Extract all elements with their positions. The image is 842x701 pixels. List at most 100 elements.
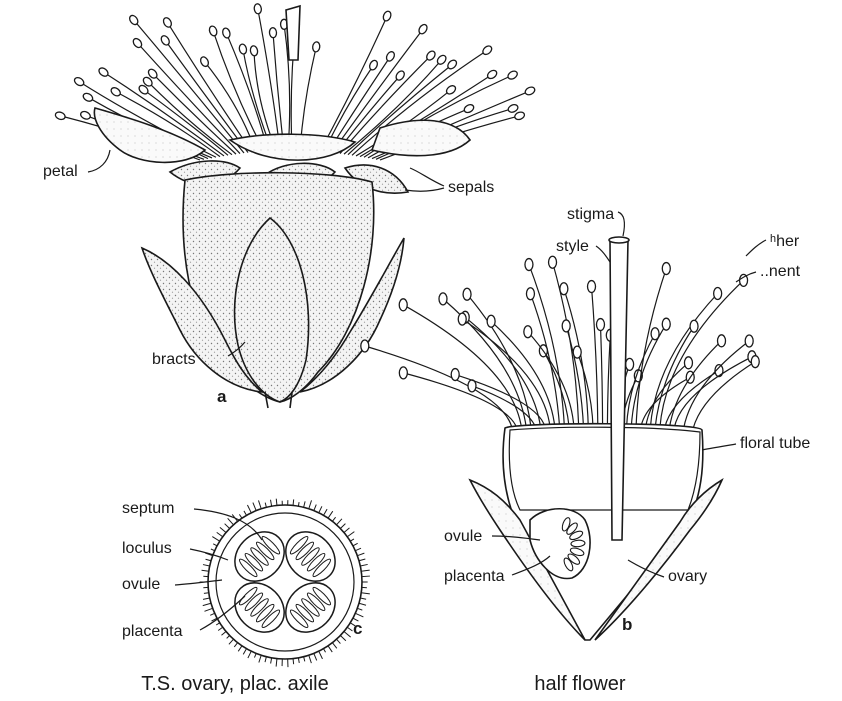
- anther-b: [690, 320, 698, 332]
- anther-b: [588, 281, 596, 293]
- label-placenta-c: placenta: [122, 623, 183, 640]
- ovary-section-c: [200, 499, 370, 667]
- anther-b: [549, 256, 557, 268]
- anther-b: [662, 318, 670, 330]
- anther-a: [208, 25, 218, 37]
- anther-a: [110, 86, 122, 98]
- hair-c: [238, 646, 242, 651]
- label-placenta-b: placenta: [444, 568, 505, 585]
- hair-c: [319, 506, 322, 512]
- petal-center: [230, 134, 355, 160]
- hair-c: [276, 499, 277, 506]
- hair-c: [228, 518, 234, 524]
- hair-c: [361, 593, 370, 594]
- anther-a: [222, 27, 232, 39]
- leader-stigma: [618, 212, 624, 236]
- hair-c: [229, 639, 234, 644]
- hair-c: [259, 655, 261, 662]
- anther-a: [486, 69, 498, 81]
- hair-c: [243, 649, 246, 655]
- label-filament: ..nent: [760, 263, 801, 280]
- anther-b: [573, 346, 581, 358]
- leader-style: [596, 246, 610, 262]
- anther-b: [487, 315, 495, 327]
- hair-c: [247, 505, 251, 513]
- leader-floral-tube: [702, 444, 736, 450]
- hair-c: [359, 559, 365, 561]
- anther-b: [399, 299, 407, 311]
- anther-b: [458, 313, 466, 325]
- label-floral-tube: floral tube: [740, 435, 810, 452]
- anther-a: [481, 44, 493, 56]
- label-bracts: bracts: [152, 351, 196, 368]
- anther-a: [79, 110, 91, 120]
- anther-b: [451, 369, 459, 381]
- hair-c: [271, 658, 272, 664]
- hair-c: [206, 559, 211, 561]
- hair-c: [309, 500, 312, 508]
- stamens-b: [361, 256, 759, 428]
- hair-c: [340, 635, 345, 640]
- hair-c: [203, 598, 210, 599]
- hair-c: [212, 537, 219, 542]
- anther-a: [514, 111, 526, 121]
- hair-c: [344, 528, 350, 533]
- anther-a: [73, 76, 85, 87]
- leader-anther: [746, 240, 766, 256]
- label-ovule-b: ovule: [444, 528, 482, 545]
- filament-b: [592, 287, 598, 428]
- stigma-b: [609, 237, 629, 243]
- hair-c: [344, 631, 351, 637]
- hair-c: [362, 576, 370, 577]
- hair-c: [265, 657, 266, 662]
- leader-petal: [88, 150, 110, 172]
- anther-a: [162, 16, 173, 28]
- hair-c: [304, 501, 305, 507]
- anther-a: [82, 92, 94, 103]
- hair-c: [314, 653, 317, 660]
- anther-a: [507, 103, 519, 113]
- hair-c: [337, 639, 341, 643]
- flower-a-drawing: [54, 3, 536, 408]
- filament-a: [273, 33, 284, 150]
- label-septum: septum: [122, 500, 174, 517]
- anther-a: [54, 111, 66, 121]
- anther-b: [524, 326, 532, 338]
- hair-c: [234, 643, 237, 647]
- hair-c: [347, 627, 352, 631]
- hair-c: [276, 659, 277, 667]
- hair-c: [360, 598, 366, 599]
- anther-b: [526, 288, 534, 300]
- label-ovule-c: ovule: [122, 576, 160, 593]
- hair-c: [332, 643, 336, 649]
- anther-a: [382, 10, 392, 22]
- label-petal: petal: [43, 163, 78, 180]
- filament-b: [636, 269, 666, 428]
- style-a: [286, 6, 300, 60]
- hair-c: [248, 651, 251, 658]
- hair-c: [221, 631, 226, 635]
- filament-a: [226, 33, 268, 151]
- anther-a: [446, 58, 458, 70]
- hair-c: [324, 509, 328, 515]
- hair-c: [293, 499, 294, 505]
- anther-b: [718, 335, 726, 347]
- hair-c: [204, 608, 212, 611]
- anther-a: [254, 3, 262, 14]
- anther-a: [463, 103, 475, 114]
- anther-a: [524, 86, 536, 97]
- hair-c: [203, 565, 210, 566]
- anther-b: [525, 259, 533, 271]
- hair-c: [217, 532, 223, 536]
- filament-b: [641, 377, 690, 428]
- hair-c: [203, 603, 211, 605]
- label-sepals: sepals: [448, 179, 494, 196]
- filament-a: [167, 22, 252, 152]
- hair-c: [360, 564, 367, 566]
- anther-a: [312, 41, 320, 52]
- figure-a-letter: a: [217, 387, 227, 406]
- anther-b: [439, 293, 447, 305]
- figure-c-letter: c: [353, 619, 362, 638]
- figure-b-letter: b: [622, 615, 632, 634]
